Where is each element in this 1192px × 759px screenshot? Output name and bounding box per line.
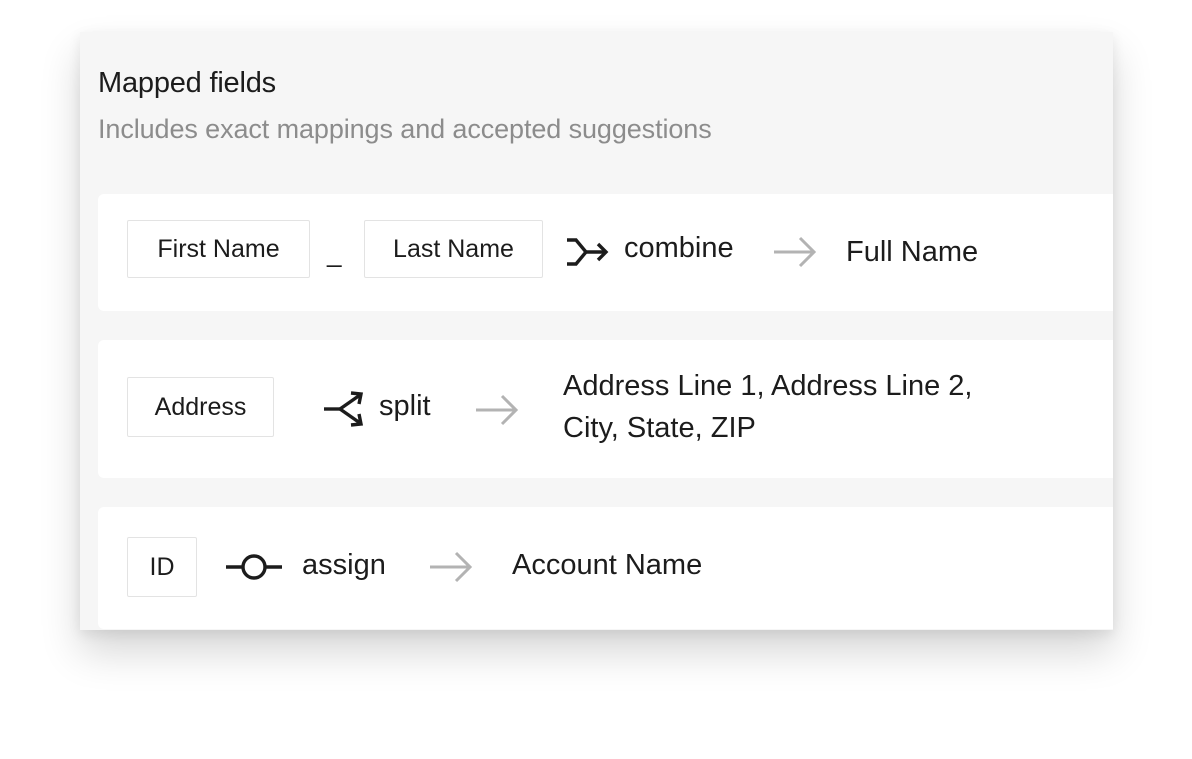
mapped-fields-card: Mapped fields Includes exact mappings an… (80, 32, 1113, 630)
operation-label: combine (624, 232, 734, 264)
mapping-row-split[interactable]: Address split Address Line 1, Address Li… (98, 340, 1113, 478)
source-field-chip[interactable]: Last Name (364, 220, 543, 278)
operation-label: split (379, 390, 431, 422)
arrow-right-icon (428, 549, 476, 590)
separator: _ (327, 238, 342, 268)
mapping-row-combine[interactable]: First Name _ Last Name combine Full Name (98, 194, 1113, 311)
source-field-label: Last Name (393, 234, 514, 263)
split-icon (322, 389, 368, 434)
arrow-right-icon (772, 234, 820, 275)
source-field-chip[interactable]: First Name (127, 220, 310, 278)
target-field: Address Line 1, Address Line 2, (563, 370, 973, 402)
mapping-row-assign[interactable]: ID assign Account Name (98, 507, 1113, 629)
combine-icon (564, 234, 612, 275)
arrow-right-icon (474, 392, 522, 433)
target-field: Account Name (512, 549, 703, 581)
section-title: Mapped fields (98, 67, 276, 99)
assign-icon (224, 551, 284, 588)
source-field-label: Address (154, 392, 247, 421)
section-subtitle: Includes exact mappings and accepted sug… (98, 114, 712, 144)
target-field: Full Name (846, 236, 979, 268)
operation-label: assign (302, 549, 386, 581)
source-field-label: ID (149, 552, 175, 581)
source-field-chip[interactable]: ID (127, 537, 197, 597)
source-field-chip[interactable]: Address (127, 377, 274, 437)
target-fields: Address Line 1, Address Line 2, City, St… (563, 365, 972, 449)
source-field-label: First Name (157, 234, 280, 263)
target-field: City, State, ZIP (563, 412, 756, 444)
